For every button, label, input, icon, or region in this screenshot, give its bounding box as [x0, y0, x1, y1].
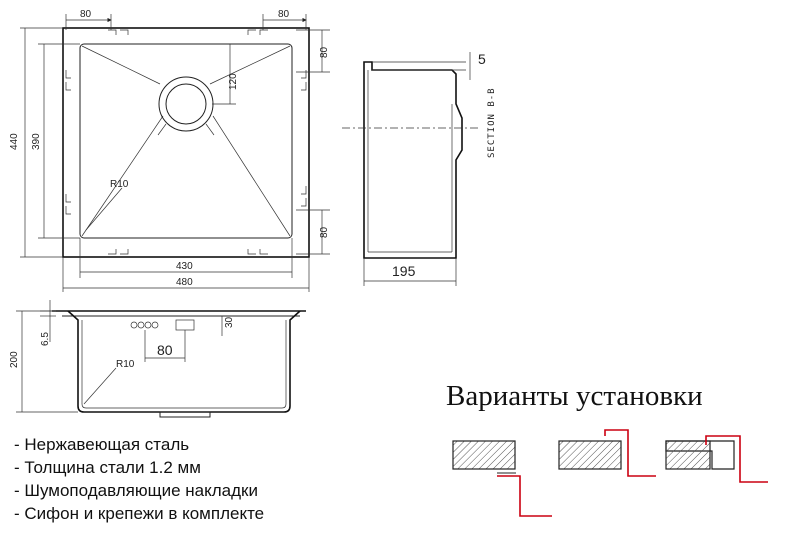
dim-right-top-80: 80 — [319, 46, 330, 58]
outer-rim — [62, 27, 310, 258]
install-variant-1 — [452, 440, 552, 517]
dim-side-6-5: 6.5 — [40, 332, 51, 346]
section-view: 5 SECTION B-B 195 — [342, 51, 497, 286]
top-view: R10 80 80 80 80 120 440 390 — [9, 9, 330, 292]
dim-height-390: 390 — [31, 133, 42, 150]
dim-side-80: 80 — [157, 342, 173, 358]
dim-right-bottom-80: 80 — [319, 226, 330, 238]
section-label: SECTION B-B — [487, 87, 497, 158]
drain-inner — [165, 83, 207, 125]
dim-side-200: 200 — [9, 351, 20, 368]
install-variant-2 — [558, 429, 656, 477]
inner-bowl — [79, 43, 293, 239]
side-view: 30 80 R10 6.5 200 — [9, 300, 306, 418]
drain-outer — [158, 76, 214, 132]
dim-width-430: 430 — [176, 261, 193, 272]
dim-side-30: 30 — [224, 316, 235, 328]
dim-depth-195: 195 — [392, 263, 416, 279]
feature-item: - Нержавеющая сталь — [14, 435, 190, 454]
install-options-title: Варианты установки — [446, 380, 703, 412]
dim-drain-120: 120 — [228, 73, 239, 90]
feature-item: - Сифон и крепежи в комплекте — [14, 504, 265, 523]
dim-radius-top: R10 — [110, 179, 129, 190]
install-variant-3 — [665, 435, 768, 483]
feature-item: - Толщина стали 1.2 мм — [14, 458, 201, 477]
feature-list: - Нержавеющая сталь - Толщина стали 1.2 … — [14, 433, 264, 525]
mount-clips — [65, 29, 307, 255]
dim-width-480: 480 — [176, 277, 193, 288]
dim-radius-side: R10 — [116, 359, 135, 370]
dim-top-left-80: 80 — [80, 9, 92, 20]
dim-top-right-80: 80 — [278, 9, 290, 20]
feature-item: - Шумоподавляющие накладки — [14, 481, 258, 500]
dim-height-440: 440 — [9, 133, 20, 150]
dim-section-5: 5 — [478, 51, 486, 67]
